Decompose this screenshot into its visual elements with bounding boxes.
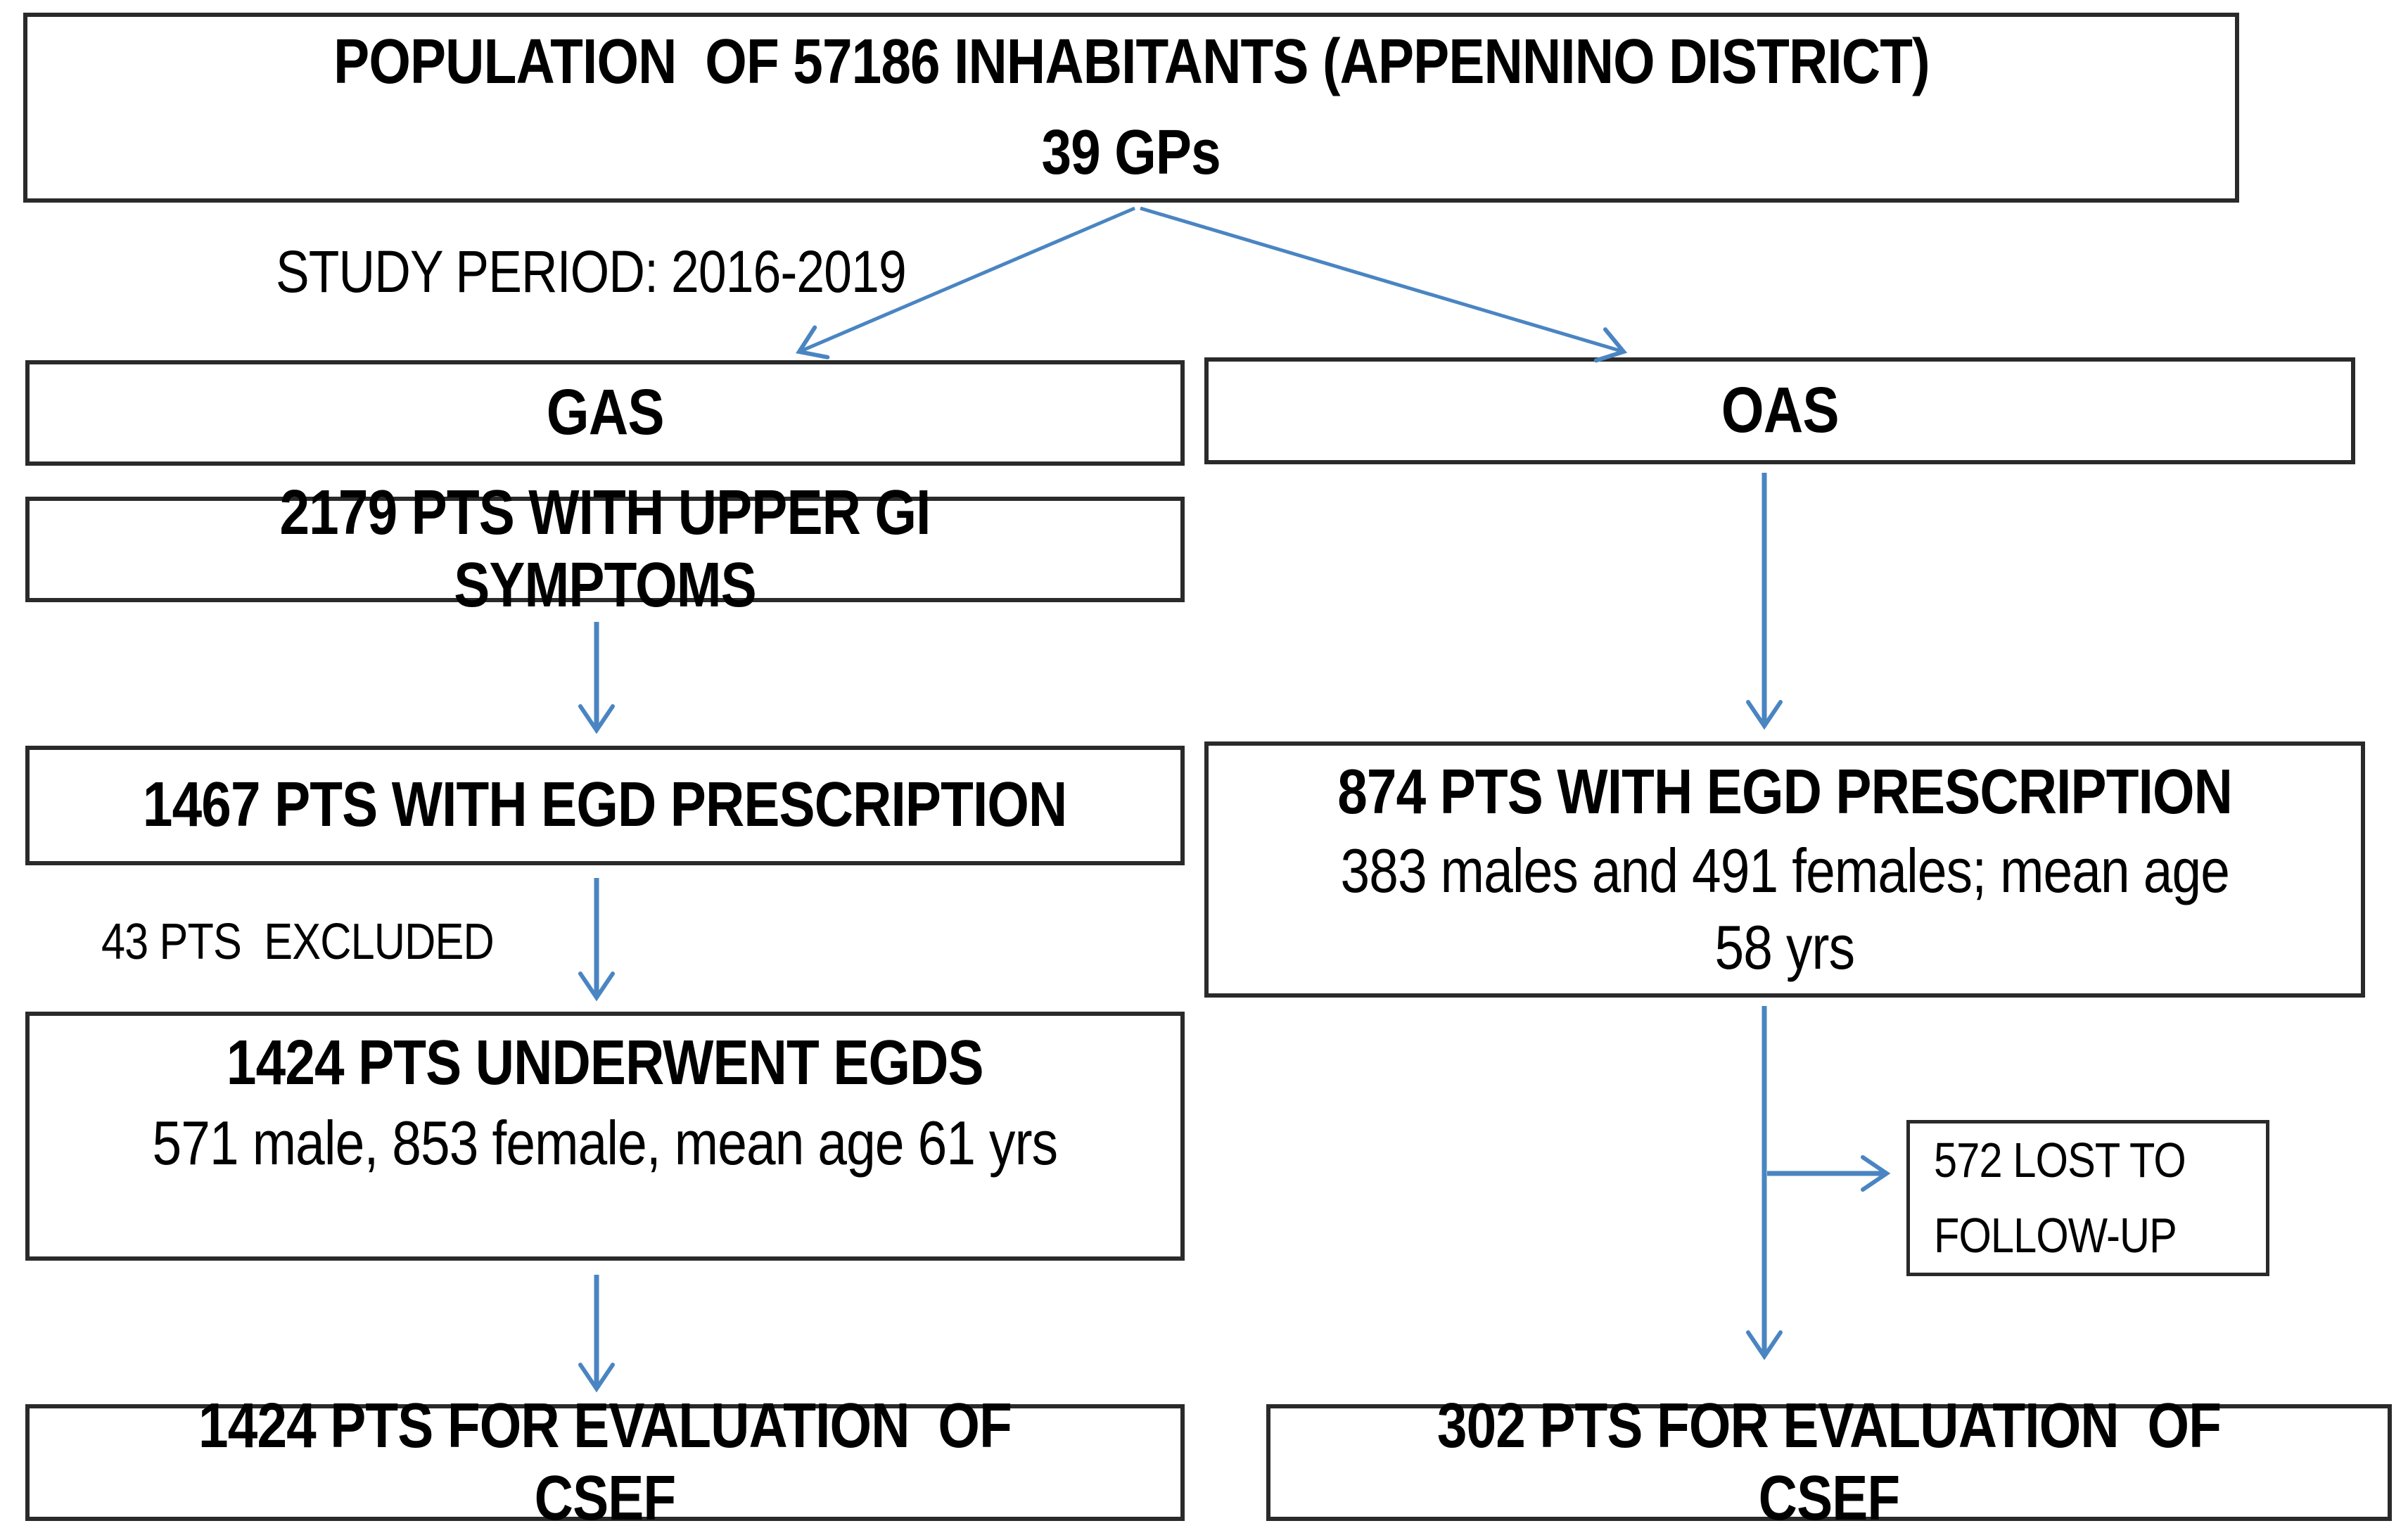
population-line2: 39 GPs [1041, 117, 1221, 188]
arrow-population-to-oas [1140, 206, 1628, 363]
oas-prescription-line3: 58 yrs [1714, 912, 1855, 982]
population-line1: POPULATION OF 57186 INHABITANTS (APPENNI… [333, 26, 1930, 97]
gas-egds-line2: 571 male, 853 female, mean age 61 yrs [152, 1107, 1058, 1178]
gas-prescription-box: 1467 PTS WITH EGD PRESCRIPTION [25, 746, 1185, 865]
gas-header-label: GAS [546, 376, 665, 449]
oas-header-label: OAS [1721, 374, 1840, 447]
oas-prescription-box: 874 PTS WITH EGD PRESCRIPTION 383 males … [1204, 741, 2365, 998]
gas-symptoms-label: 2179 PTS WITH UPPER GI SYMPTOMS [279, 477, 945, 621]
oas-header-box: OAS [1204, 357, 2355, 464]
oas-evaluation-box: 302 PTS FOR EVALUATION OF CSEF [1266, 1391, 2392, 1528]
oas-evaluation-label: 302 PTS FOR EVALUATION OF CSEF [1436, 1390, 2236, 1528]
study-period-label: STUDY PERIOD: 2016-2019 [276, 238, 907, 305]
oas-prescription-line1: 874 PTS WITH EGD PRESCRIPTION [1337, 757, 2233, 828]
oas-lost-line2: FOLLOW-UP [1934, 1208, 2177, 1263]
oas-lost-followup-box: 572 LOST TO FOLLOW-UP [1906, 1120, 2269, 1276]
gas-prescription-label: 1467 PTS WITH EGD PRESCRIPTION [143, 770, 1067, 841]
population-box: POPULATION OF 57186 INHABITANTS (APPENNI… [23, 13, 2239, 203]
oas-lost-line1: 572 LOST TO [1934, 1133, 2186, 1188]
gas-symptoms-box: 2179 PTS WITH UPPER GI SYMPTOMS [25, 478, 1185, 620]
gas-egds-box: 1424 PTS UNDERWENT EGDS 571 male, 853 fe… [25, 1012, 1185, 1261]
gas-evaluation-label: 1424 PTS FOR EVALUATION OF CSEF [198, 1390, 1026, 1528]
excluded-note-label: 43 PTS EXCLUDED [101, 914, 495, 970]
oas-prescription-line2: 383 males and 491 females; mean age [1340, 835, 2229, 905]
gas-egds-line1: 1424 PTS UNDERWENT EGDS [227, 1028, 984, 1098]
gas-evaluation-box: 1424 PTS FOR EVALUATION OF CSEF [25, 1391, 1185, 1528]
gas-header-box: GAS [25, 360, 1185, 466]
